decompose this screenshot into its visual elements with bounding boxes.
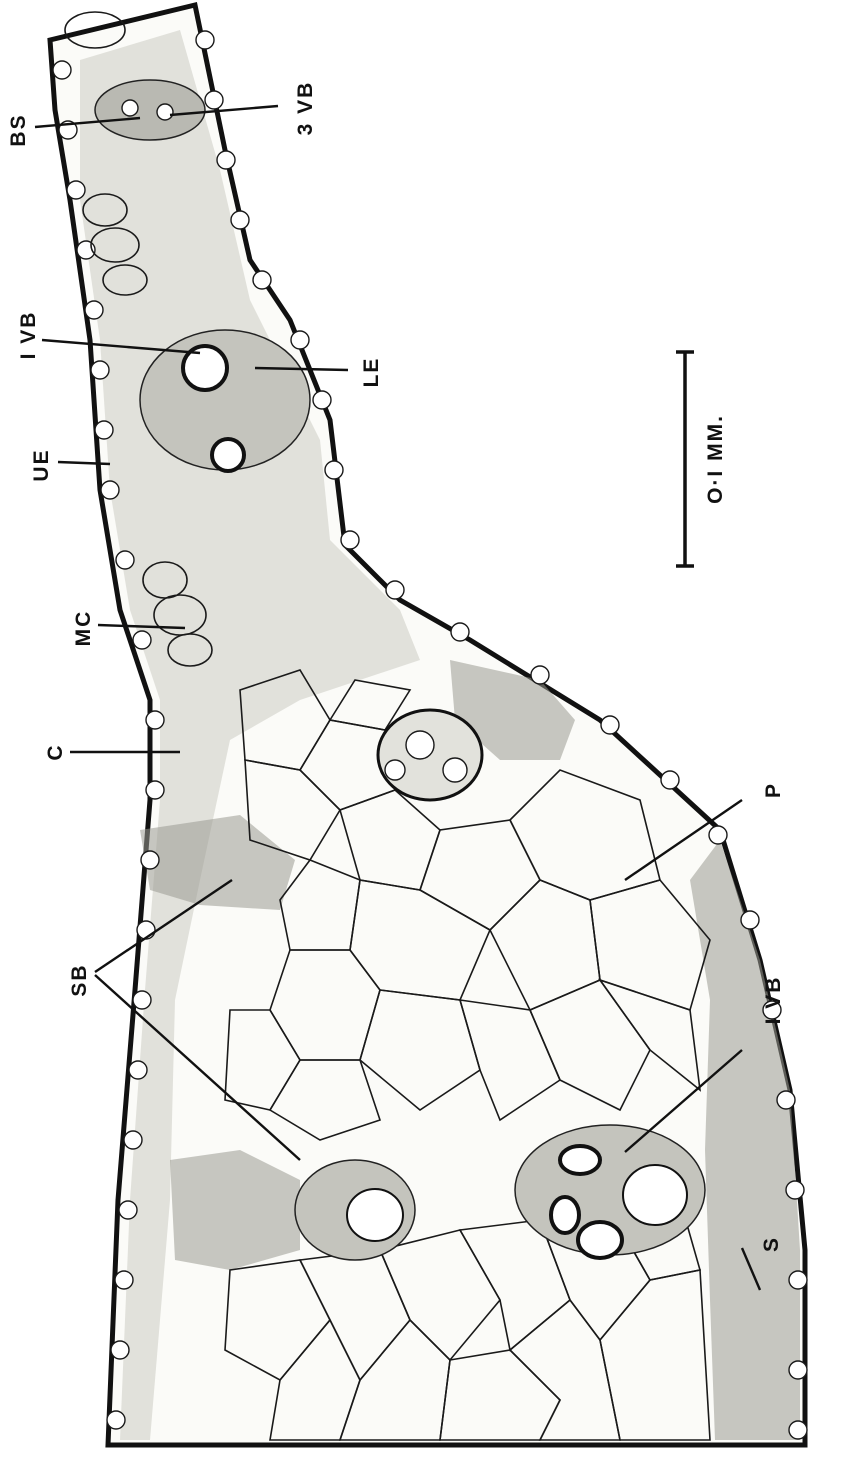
label-bs: BS (7, 113, 30, 146)
label-1vb-top: I VB (17, 311, 40, 360)
label-mc: MC (72, 610, 95, 647)
label-3vb: 3 VB (294, 81, 317, 136)
label-le: LE (360, 357, 383, 388)
scale-bar: O·I MM. (676, 352, 727, 566)
label-p: P (762, 782, 785, 798)
label-1vb-bottom: I VB (762, 976, 785, 1025)
vascular-bundle-sb-left (295, 1160, 415, 1260)
scale-bar-label: O·I MM. (704, 414, 727, 504)
label-c: C (44, 743, 67, 760)
vascular-bundle-small (378, 710, 482, 800)
label-sb: SB (68, 963, 91, 996)
label-s: S (760, 1236, 783, 1252)
label-ue: UE (30, 448, 53, 481)
vascular-bundle-3vb (95, 80, 205, 140)
